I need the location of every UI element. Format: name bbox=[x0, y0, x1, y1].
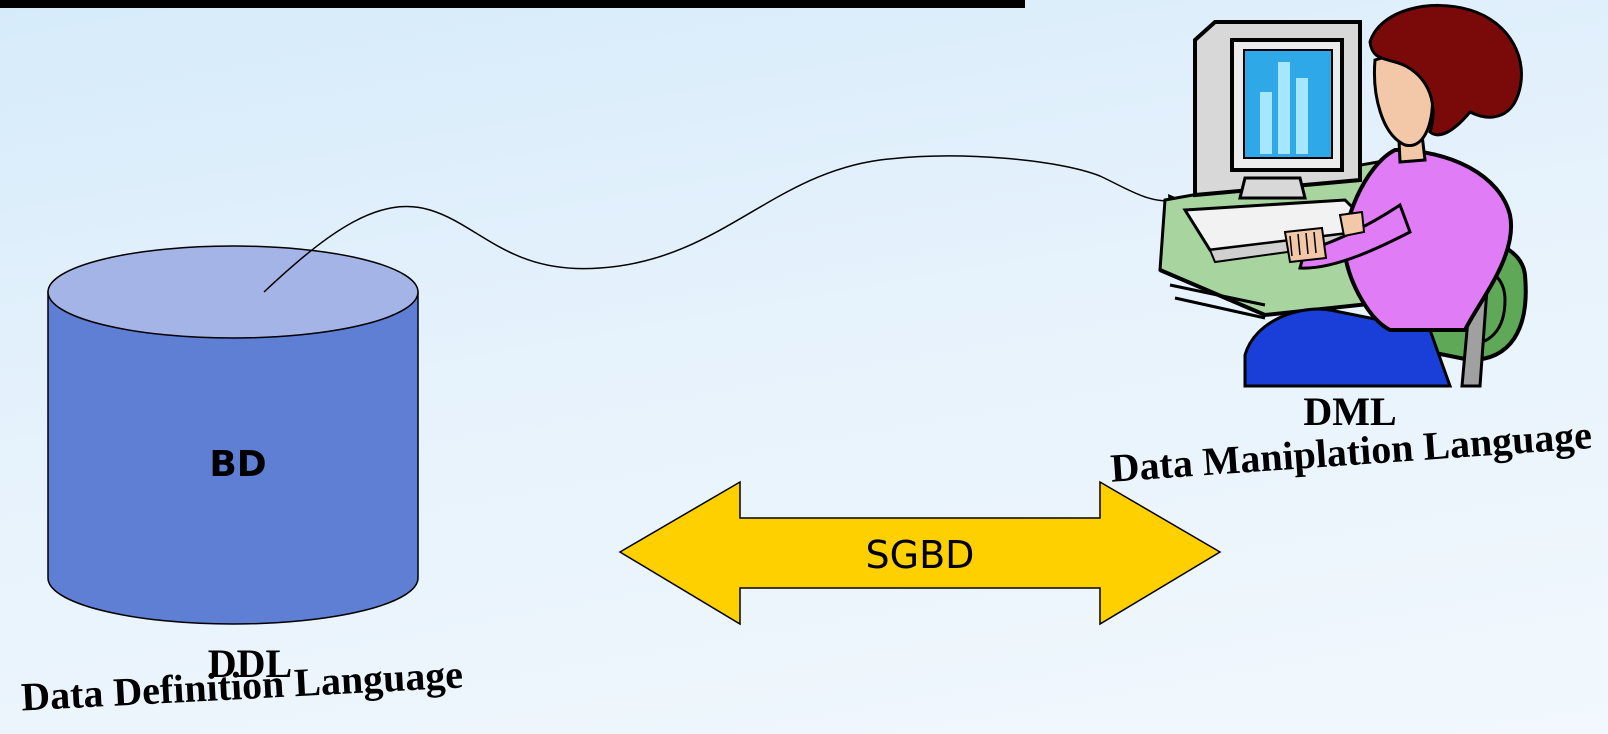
database-label: BD bbox=[209, 444, 266, 485]
database-cylinder: BD bbox=[47, 245, 419, 625]
connector-curve bbox=[263, 155, 1182, 293]
top-rule bbox=[0, 0, 1025, 8]
ddl-title: DDL bbox=[207, 641, 293, 686]
sgbd-label: SGBD bbox=[866, 533, 975, 577]
dml-title: DML bbox=[1303, 389, 1397, 434]
sgbd-double-arrow: SGBD bbox=[618, 480, 1222, 626]
user-at-computer-icon bbox=[1158, 3, 1528, 388]
